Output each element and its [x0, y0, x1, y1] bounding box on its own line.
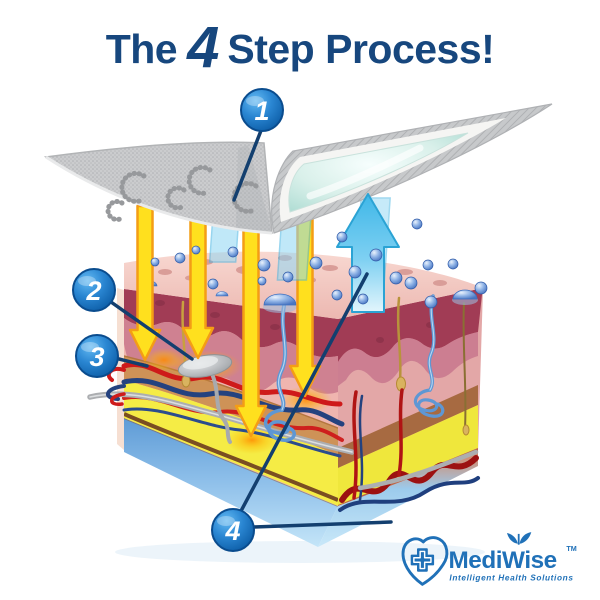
fascia-line-left: [124, 412, 338, 502]
brown-band-right: [338, 385, 478, 468]
sweat-gland: [413, 294, 445, 418]
brand-name: MediWise: [449, 547, 557, 574]
step-badge-4: 4: [211, 508, 255, 552]
leader-line-1: [232, 126, 264, 202]
brand-tagline: Intelligent Health Solutions: [449, 574, 573, 583]
epidermis-maroon-right: [338, 288, 483, 362]
evaporation-arrow-up: [336, 193, 400, 313]
title-step-count: 4: [187, 15, 219, 80]
step-badge-3: 3: [75, 334, 119, 378]
block-shadow: [115, 541, 485, 563]
step-badge-1: 1: [240, 88, 284, 132]
drug-molecules: [150, 218, 488, 309]
step-badge-2: 2: [72, 268, 116, 312]
transdermal-patch: [43, 103, 553, 235]
step-number: 3: [89, 342, 104, 372]
patch-gel-pad: [288, 132, 469, 213]
leader-line-4a: [239, 272, 369, 513]
mediwise-logo-svg: MediWise TM Intelligent Health Solutions: [401, 532, 577, 586]
leaf-sprout-icon: [507, 532, 532, 545]
leader-line-3: [113, 356, 149, 368]
step-badges: 1 2 3 4: [72, 88, 284, 552]
leader-lines: [109, 126, 393, 529]
title-suffix: Step Process!: [227, 26, 495, 72]
fat-layer-right: [338, 405, 478, 506]
step-number: 4: [224, 516, 240, 546]
epidermis-rose-right: [338, 332, 478, 386]
step-number: 2: [85, 276, 101, 306]
drug-arrow-down: [181, 206, 215, 360]
leader-line-2: [109, 300, 194, 361]
hair-follicle: [462, 302, 467, 429]
mediwise-logo: MediWise TM Intelligent Health Solutions: [399, 531, 588, 594]
step-number: 1: [254, 96, 269, 126]
leader-line-4b: [252, 520, 393, 529]
trademark-symbol: TM: [566, 544, 576, 553]
sweat-gland: [263, 304, 296, 442]
title-prefix: The: [105, 26, 178, 72]
vein-blue: [121, 378, 345, 427]
heart-cross-icon: [401, 536, 449, 586]
surface-droplets: [142, 280, 478, 313]
hair-follicle: [396, 296, 402, 382]
